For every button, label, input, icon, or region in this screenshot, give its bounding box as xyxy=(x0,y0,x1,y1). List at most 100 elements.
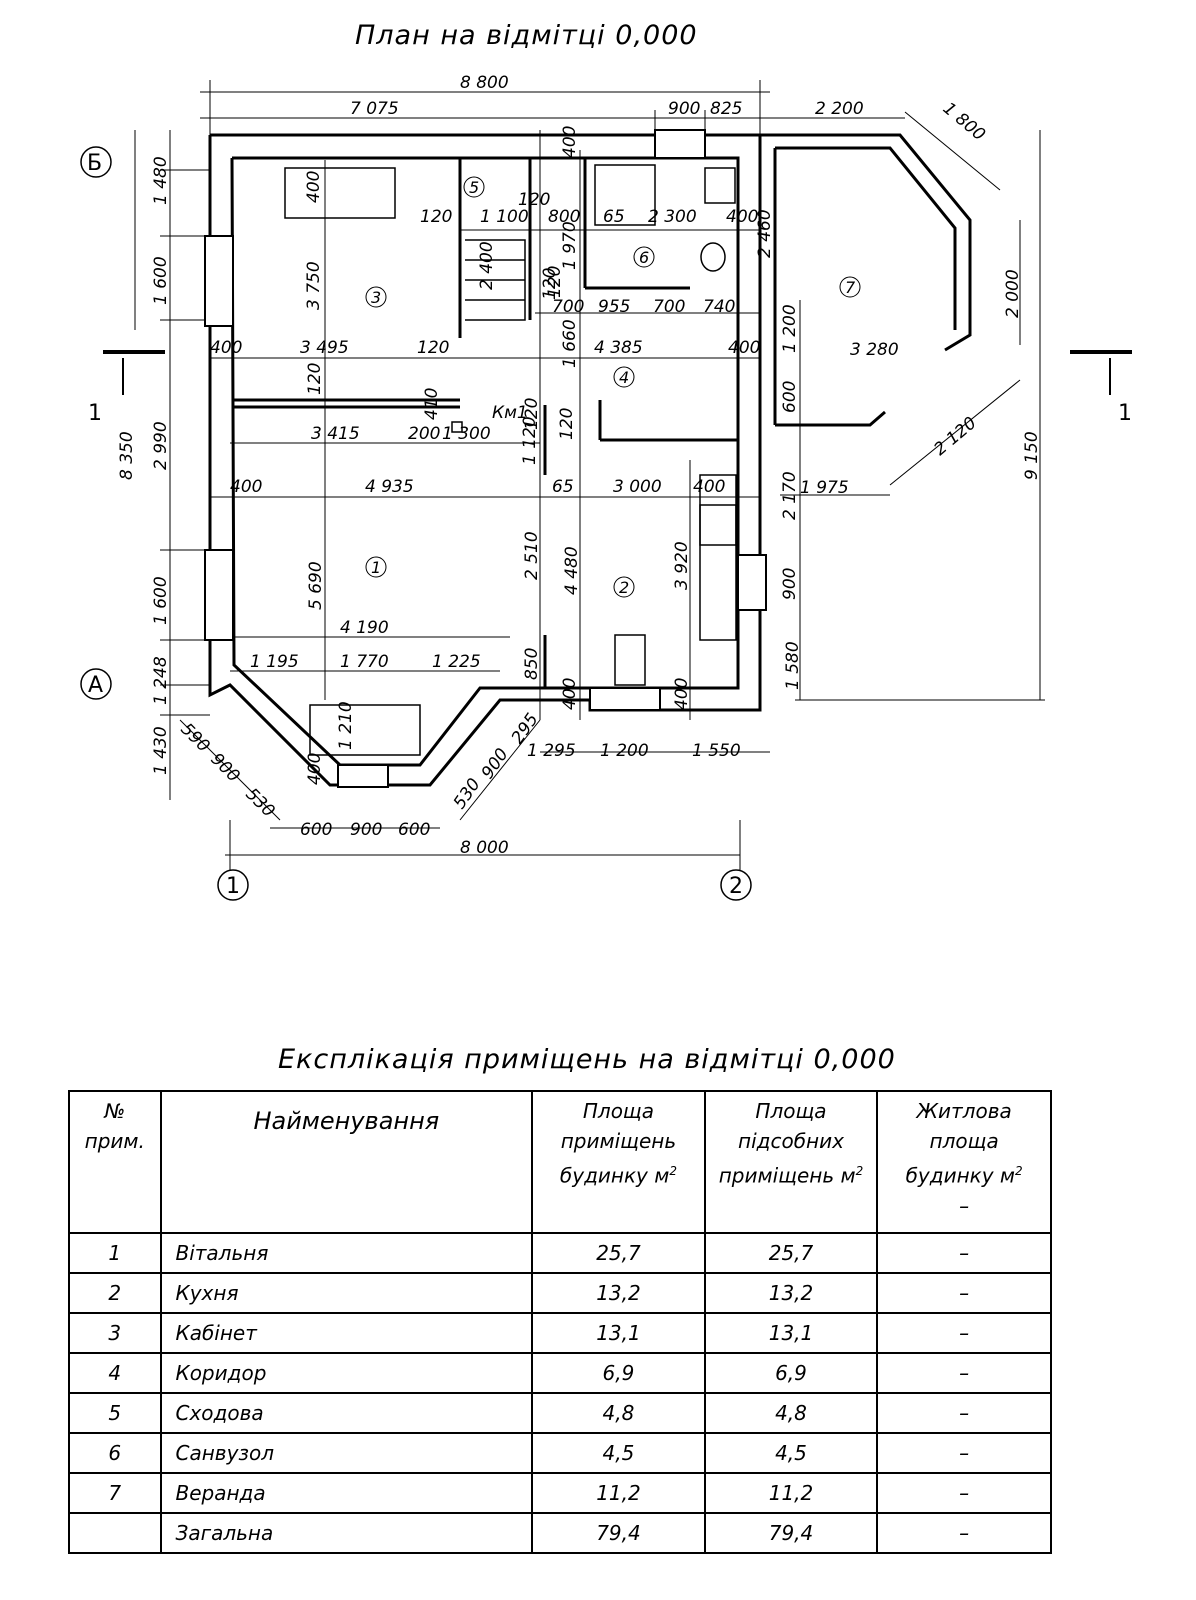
dimension-label: 600 xyxy=(398,820,430,840)
table-cell: 6,9 xyxy=(531,1352,706,1394)
dimension-label: 1 975 xyxy=(800,478,849,498)
table-cell: 13,1 xyxy=(703,1312,879,1354)
room-1-number: 1 xyxy=(371,558,381,577)
table-cell: – xyxy=(876,1392,1052,1434)
dimension-label: 2 510 xyxy=(522,531,542,580)
axis-1-label: 1 xyxy=(226,874,240,899)
dimension-label: 740 xyxy=(703,297,735,317)
dimension-label: 2 460 xyxy=(755,209,775,258)
table-cell: 2 xyxy=(1015,1164,1023,1178)
table-cell: Загальна xyxy=(159,1512,534,1554)
dimension-label: 3 495 xyxy=(300,338,349,358)
dimension-label: 1 600 xyxy=(151,576,171,625)
table-cell: 4,5 xyxy=(531,1432,706,1474)
dimension-label: 1 770 xyxy=(340,652,389,672)
dimension-label: 400 xyxy=(210,338,242,358)
dimension-label: 700 xyxy=(653,297,685,317)
table-cell: 6 xyxy=(68,1432,162,1474)
table-cell: Кухня xyxy=(159,1272,534,1314)
dimension-label: 900 xyxy=(478,745,513,783)
dimension-label: 600 xyxy=(780,381,800,413)
dimension-label: 600 xyxy=(300,820,332,840)
dimension-label: 1 248 xyxy=(151,656,171,705)
dimension-label: 1 195 xyxy=(250,652,299,672)
table-cell: Житлова xyxy=(916,1099,1012,1123)
table-cell: 6,9 xyxy=(703,1352,879,1394)
dimension-label: 1 120 xyxy=(520,416,540,465)
dimension-label: 1 550 xyxy=(692,741,741,761)
dimension-label: 4 385 xyxy=(594,338,643,358)
table-cell: – xyxy=(876,1352,1052,1394)
axis-a-label: А xyxy=(88,673,103,698)
dimension-label: 120 xyxy=(545,266,565,298)
dimension-label: 800 xyxy=(548,207,580,227)
section-left-label: 1 xyxy=(88,401,102,426)
dimension-label: 3 000 xyxy=(613,477,662,497)
axis-2-label: 2 xyxy=(729,874,743,899)
dimension-label: 530 xyxy=(241,784,278,821)
table-cell: 1 xyxy=(68,1232,162,1274)
table-cell: – xyxy=(876,1512,1052,1554)
dimension-label: 590 xyxy=(176,719,213,756)
room-4-number: 4 xyxy=(619,368,629,387)
dimension-label: 3 415 xyxy=(311,424,360,444)
table-cell: 2 xyxy=(68,1272,162,1314)
dimension-label: 400 xyxy=(728,338,760,358)
dimension-label: 4 190 xyxy=(340,618,389,638)
table-cell: 4,8 xyxy=(703,1392,879,1434)
floor-plan: Б А 1 2 1 1 1 2 3 4 5 6 7 Км1 8 800 7 07… xyxy=(80,73,1132,901)
dimension-label: 3 750 xyxy=(304,261,324,310)
dimension-label: 1 300 xyxy=(442,424,491,444)
dimension-label: 400 xyxy=(304,171,324,203)
table-cell: – xyxy=(876,1472,1052,1514)
dimension-label: 900 xyxy=(668,99,700,119)
table-cell: – xyxy=(876,1312,1052,1354)
dimension-label: 1 580 xyxy=(783,641,803,690)
table-cell: 7 xyxy=(68,1472,162,1514)
dimension-label: 2 200 xyxy=(815,99,864,119)
dimension-label: 4 480 xyxy=(562,546,582,595)
fixtures xyxy=(284,164,737,756)
room-7-number: 7 xyxy=(845,278,856,297)
dimension-label: 2 170 xyxy=(780,471,800,520)
dimension-label: 120 xyxy=(522,398,542,430)
table-cell: Кабінет xyxy=(159,1312,534,1354)
header-name: Найменування xyxy=(159,1090,534,1234)
dimension-lines xyxy=(134,80,1045,870)
dimension-label: 1 970 xyxy=(560,221,580,270)
dimension-label: 900 xyxy=(350,820,382,840)
dimension-label: 400 xyxy=(693,477,725,497)
table-cell: Веранда xyxy=(159,1472,534,1514)
dimension-label: 1 200 xyxy=(600,741,649,761)
dimension-label: 8 800 xyxy=(460,73,509,93)
dimension-label: 700 xyxy=(552,297,584,317)
dimension-label: 7 075 xyxy=(350,99,399,119)
table-cell: будинку м xyxy=(905,1163,1016,1188)
table-cell: 4 xyxy=(68,1352,162,1394)
table-cell: 5 xyxy=(68,1392,162,1434)
axis-b-label: Б xyxy=(87,151,102,176)
dimension-label: 120 xyxy=(518,190,550,210)
dimension-label: 900 xyxy=(206,749,243,786)
dimension-label: 1 800 xyxy=(939,99,989,146)
dimension-label: 1 480 xyxy=(151,156,171,205)
dimension-label: 200 xyxy=(408,424,440,444)
dimension-label: 1 600 xyxy=(151,256,171,305)
dimension-label: 850 xyxy=(522,648,542,680)
dimension-label: 2 000 xyxy=(1003,269,1023,318)
dimension-label: 120 xyxy=(417,338,449,358)
dimension-label: 1 225 xyxy=(432,652,481,672)
table-cell: Санвузол xyxy=(159,1432,534,1474)
table-cell: 3 xyxy=(68,1312,162,1354)
table-title: Експлікація приміщень на відмітці 0,000 xyxy=(278,1044,896,1075)
dimension-label: 2 120 xyxy=(930,413,980,460)
room-2-number: 2 xyxy=(619,578,629,597)
dimension-labels: 8 800 7 075 900 825 2 200 1 800 2 460 2 … xyxy=(117,73,1042,858)
dimension-label: 1 430 xyxy=(151,726,171,775)
table-cell: Сходова xyxy=(159,1392,534,1434)
